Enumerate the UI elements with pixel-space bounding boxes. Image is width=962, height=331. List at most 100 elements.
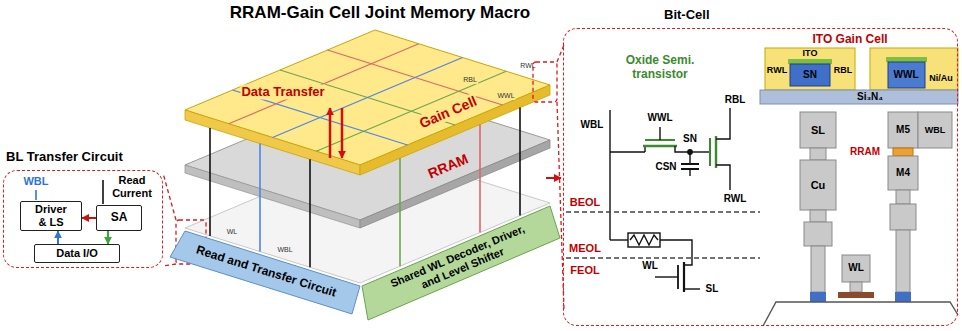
bitcell-cross-section-part xyxy=(888,156,918,190)
diagram-label: CSN xyxy=(655,161,676,173)
bitcell-schematic-part xyxy=(655,276,678,277)
diagram-label: SL xyxy=(706,283,719,295)
bitcell-schematic-part xyxy=(659,127,660,140)
bitcell-cross-section-part xyxy=(888,112,918,148)
diagram-label: RBL xyxy=(725,94,746,106)
bitcell-schematic-part xyxy=(681,163,699,165)
diagram-label: RBL xyxy=(834,65,853,75)
diagram-label: WBL xyxy=(276,246,293,254)
diagram-label: BEOL xyxy=(570,196,601,209)
diagram-label: RBL xyxy=(462,76,478,84)
data-transfer-arrow xyxy=(330,108,342,158)
diagram-label: WWL xyxy=(894,69,919,81)
bitcell-cross-section-part xyxy=(810,210,826,222)
bitcell-cross-section-part xyxy=(810,292,826,302)
array-lines-part xyxy=(309,159,311,267)
array-lines-part xyxy=(399,158,401,266)
array-lines-part xyxy=(519,108,521,216)
box-text: Driver & LS xyxy=(30,203,72,228)
diagram-label: WWL xyxy=(648,112,673,124)
bitcell-schematic-part xyxy=(716,108,730,139)
diagram-title: RRAM-Gain Cell Joint Memory Macro xyxy=(230,3,530,23)
diagram-label: RRAM xyxy=(850,146,880,158)
diagram-label: WBL xyxy=(23,175,48,188)
diagram-label: SN xyxy=(683,133,697,145)
diagram-label: WBL xyxy=(581,119,604,131)
connector-arrow xyxy=(82,217,96,219)
process-box: SA xyxy=(96,205,142,231)
bitcell-cross-section-part xyxy=(896,190,910,204)
band-text: Shared WL Decoder, Driver, and Level Shi… xyxy=(386,221,534,302)
bitcell-schematic-part xyxy=(689,152,690,164)
bitcell-cross-section-part xyxy=(800,160,836,210)
diagram-label: Read Current xyxy=(104,174,160,199)
array-lines-part xyxy=(316,71,506,151)
diagram-label: WWL xyxy=(496,92,515,100)
bitcell-cross-section-part xyxy=(850,282,862,292)
process-box: Data I/O xyxy=(34,244,120,263)
bitcell-cross-section-part xyxy=(788,59,832,64)
bitcell-cross-section-part xyxy=(810,148,826,160)
callout-dashed-part xyxy=(163,173,176,220)
callout-dashed-part xyxy=(533,62,557,102)
bitcell-cross-section xyxy=(760,48,958,326)
diagram-label: Gain Cell xyxy=(416,92,480,131)
bitcell-cross-section-part xyxy=(790,64,830,86)
bitcell-cross-section-part xyxy=(838,292,874,298)
bitcell-cross-section-part xyxy=(842,255,870,282)
diagram-label: RRAM xyxy=(425,150,472,182)
circuit-band: Shared WL Decoder, Driver, and Level Shi… xyxy=(358,204,562,322)
diagram-label: WL xyxy=(642,260,658,272)
bitcell-cross-section-part xyxy=(896,230,910,292)
bitcell-cross-section-part xyxy=(811,246,825,292)
bitcell-schematic xyxy=(566,108,760,292)
circuit-band: Read and Transfer Circuit xyxy=(168,229,364,317)
gain-cell-layer-part xyxy=(185,30,550,165)
diagram-label: WL xyxy=(226,228,239,236)
bitcell-cross-section-part xyxy=(890,204,916,230)
box-text: Data I/O xyxy=(56,247,98,260)
array-lines-part xyxy=(479,125,481,233)
bitcell-cross-section-part xyxy=(893,148,913,156)
array-lines-part xyxy=(259,144,261,252)
diagram-label: WL xyxy=(848,262,864,274)
array-lines-part xyxy=(229,44,419,124)
diagram-label: M5 xyxy=(896,124,910,136)
bitcell-schematic-part xyxy=(609,110,610,240)
diagram-label: Oxide Semi. transistor xyxy=(610,54,710,82)
callout-dashed-part xyxy=(163,264,176,266)
bl-wires-part xyxy=(35,190,37,200)
connector-arrow xyxy=(57,231,59,244)
bitcell-schematic-part xyxy=(684,288,700,289)
diagram-label: ITO Gain Cell xyxy=(812,33,887,47)
gain-cell-layer xyxy=(185,30,550,175)
connector-arrow xyxy=(107,231,109,244)
bitcell-schematic-part xyxy=(610,239,628,240)
diagram-label: RWL xyxy=(767,65,787,75)
bitcell-schematic-part xyxy=(566,257,760,258)
bitcell-cross-section-part xyxy=(895,292,911,302)
gain-cell-layer-part xyxy=(185,110,360,175)
diagram-label: RWL xyxy=(724,193,747,205)
diagram-label: WBL xyxy=(925,125,946,135)
process-box: Driver & LS xyxy=(20,201,82,231)
diagram-label: Cu xyxy=(811,179,826,192)
region-heading: Bit-Cell xyxy=(664,8,710,23)
diagram-label: Si₃N₄ xyxy=(857,91,883,103)
callout-arrow-part xyxy=(546,177,561,179)
bitcell-schematic-part xyxy=(716,165,730,190)
bitcell-schematic-part xyxy=(709,138,711,166)
diagram-label: FEOL xyxy=(570,264,599,277)
bitcell-cross-section-part xyxy=(765,48,855,90)
bitcell-cross-section-part xyxy=(804,222,832,246)
array-lines xyxy=(210,44,520,268)
callout-arrow xyxy=(546,178,561,179)
bitcell-schematic-part xyxy=(610,151,645,152)
bl-wires-part xyxy=(102,180,104,204)
diagram-label: Data Transfer xyxy=(240,85,325,100)
band-text: Read and Transfer Circuit xyxy=(169,236,364,309)
